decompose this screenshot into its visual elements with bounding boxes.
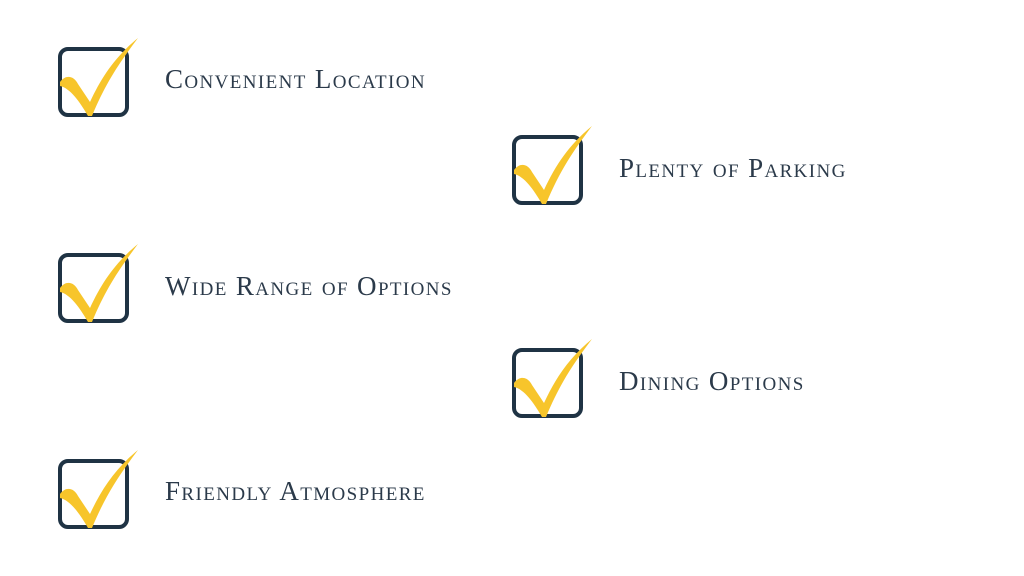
- checkmark-icon: [510, 337, 594, 426]
- checkmark-icon: [56, 36, 140, 125]
- checkmark-icon: [56, 242, 140, 331]
- checklist-item-label: Convenient Location: [165, 64, 426, 94]
- checkmark-icon: [510, 124, 594, 213]
- checklist-item-label: Plenty of Parking: [619, 153, 847, 183]
- checklist-item-label: Dining Options: [619, 366, 805, 396]
- checklist-item-label: Wide Range of Options: [165, 271, 453, 301]
- checklist-item-label: Friendly Atmosphere: [165, 476, 426, 506]
- checkmark-icon: [56, 448, 140, 537]
